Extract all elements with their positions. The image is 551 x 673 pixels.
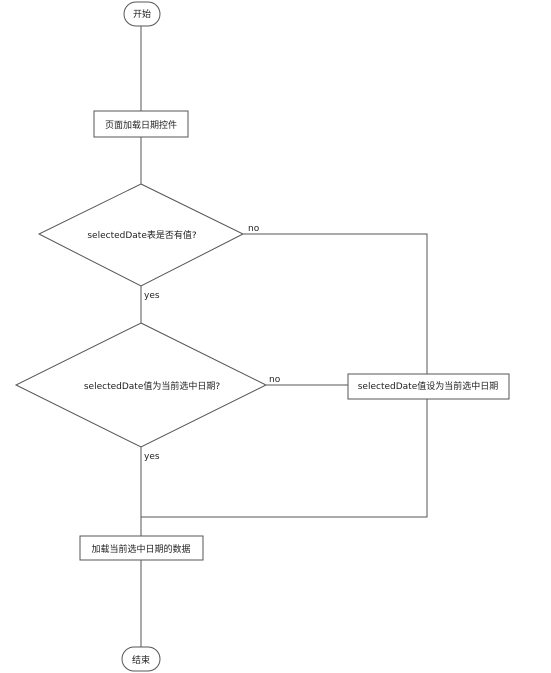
decision-is-current-label: selectedDate值为当前选中日期? (84, 380, 221, 392)
start-label: 开始 (133, 8, 151, 20)
has-value-yes-label: yes (144, 291, 160, 301)
start-node (123, 1, 161, 27)
decision-is-current-node (14, 322, 268, 448)
edge-set-current-to-load-data (141, 399, 428, 518)
set-current-node (347, 373, 510, 400)
load-control-label: 页面加载日期控件 (105, 119, 177, 131)
set-current-label: selectedDate值设为当前选中日期 (358, 380, 499, 392)
has-value-no-label: no (248, 224, 260, 234)
load-control-node (93, 110, 189, 138)
load-data-node (79, 535, 204, 561)
end-label: 结束 (132, 654, 150, 666)
load-data-label: 加载当前选中日期的数据 (91, 543, 190, 555)
edge-decision-has-value-no (243, 233, 428, 374)
is-current-no-label: no (269, 375, 281, 385)
is-current-yes-label: yes (144, 452, 160, 462)
end-node (121, 646, 161, 672)
decision-has-value-label: selectedDate表是否有值? (87, 229, 197, 241)
decision-has-value-node (37, 183, 245, 287)
